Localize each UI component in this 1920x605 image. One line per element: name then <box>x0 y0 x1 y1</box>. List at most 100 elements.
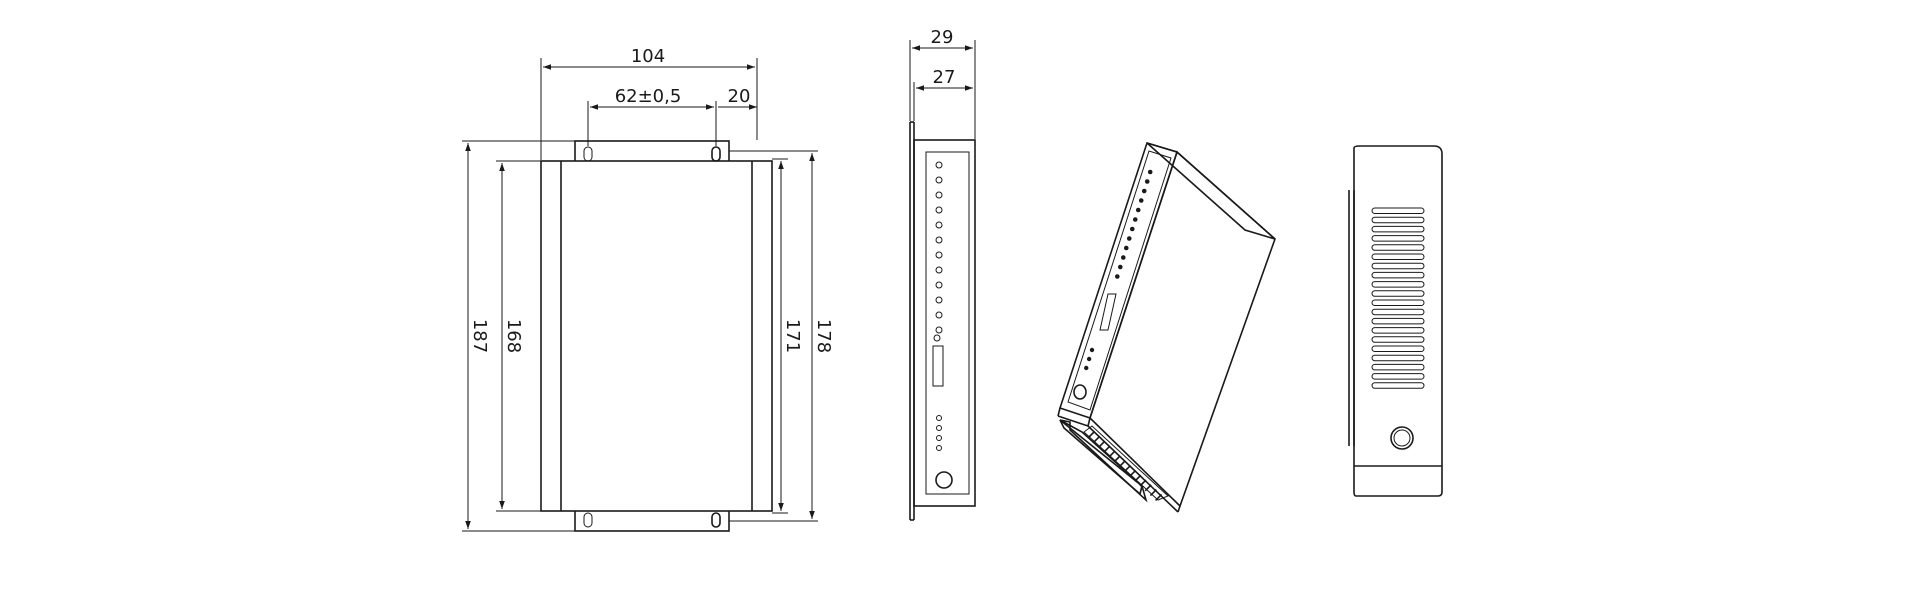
mounting-hole <box>583 512 593 528</box>
iso-led-indicators <box>1084 169 1153 371</box>
led-dot <box>936 435 942 441</box>
vent-slot <box>1371 290 1425 297</box>
led-indicators <box>933 161 943 451</box>
vent-slot <box>1371 317 1425 325</box>
terminal-pin <box>1108 450 1116 458</box>
terminal-pin <box>1113 455 1121 463</box>
mounting-hole <box>711 512 721 528</box>
vent-slot <box>1371 373 1425 380</box>
vent-slot <box>1371 281 1425 288</box>
led-dot <box>935 251 943 259</box>
led-dot <box>933 334 941 342</box>
iso-mounting-bracket <box>1059 419 1148 503</box>
antenna-port <box>935 471 953 489</box>
vent-slot <box>1371 299 1425 306</box>
terminal-pin <box>1123 465 1131 473</box>
terminal-pin <box>1144 484 1152 492</box>
led-dot <box>936 415 942 421</box>
iso-terminal-pins <box>1087 431 1163 501</box>
vent-slot <box>1371 271 1425 279</box>
led-dot <box>1144 179 1150 184</box>
led-dot <box>935 296 943 304</box>
led-dot <box>935 326 943 334</box>
terminal-pin <box>1149 489 1157 497</box>
led-dot <box>1120 255 1126 260</box>
led-dot <box>1129 226 1135 232</box>
vent-slot <box>1371 363 1425 371</box>
vent-slot <box>1371 327 1425 334</box>
led-dot <box>1115 274 1120 279</box>
vent-view <box>1348 145 1443 497</box>
terminal-pin <box>1092 436 1100 444</box>
iso-top-face <box>1146 142 1276 240</box>
led-dot <box>1141 188 1147 194</box>
vent-slot <box>1371 336 1425 343</box>
vent-housing <box>1353 145 1443 497</box>
vent-slot <box>1371 345 1425 352</box>
vent-slot <box>1371 216 1425 224</box>
iso-terminal-block <box>1083 425 1169 501</box>
dim-height-body: 171 <box>782 319 803 353</box>
led-dot <box>1123 245 1129 251</box>
terminal-pin <box>1097 441 1105 449</box>
led-dot <box>1126 236 1132 241</box>
led-dot <box>935 236 943 244</box>
led-dot <box>935 311 943 319</box>
terminal-pin <box>1087 431 1095 439</box>
vent-slot <box>1371 262 1425 270</box>
led-dot <box>935 266 943 274</box>
vent-slot <box>1371 308 1425 316</box>
side-housing <box>913 139 976 507</box>
dim-height-flange: 178 <box>813 319 834 353</box>
iso-card-slot <box>1099 293 1117 331</box>
iso-side-face <box>1089 150 1276 508</box>
led-dot <box>1138 198 1144 203</box>
terminal-pin <box>1118 460 1126 468</box>
iso-antenna-port <box>1073 384 1087 400</box>
card-slot <box>932 345 944 387</box>
led-dot <box>935 281 943 289</box>
led-dot <box>1086 356 1092 362</box>
terminal-pin <box>1134 474 1142 482</box>
vent-slot <box>1371 244 1425 251</box>
dim-depth-body: 27 <box>933 67 956 88</box>
led-dot <box>1084 365 1089 371</box>
front-panel <box>925 151 970 495</box>
mounting-hole <box>711 146 721 162</box>
iso-front-panel <box>1067 150 1172 411</box>
connector-port <box>1390 426 1414 450</box>
terminal-pin <box>1129 469 1137 477</box>
led-dot <box>1117 264 1123 270</box>
vent-slots <box>1371 207 1425 389</box>
vent-slot <box>1371 225 1425 233</box>
terminal-pin <box>1155 493 1163 501</box>
dim-width-overall: 104 <box>631 46 665 67</box>
vent-slot <box>1371 382 1425 389</box>
led-dot <box>936 425 942 431</box>
led-dot <box>1089 347 1095 353</box>
led-dot <box>935 206 943 214</box>
dim-depth-overall: 29 <box>931 27 954 48</box>
terminal-pin <box>1103 445 1111 453</box>
isometric-view <box>1057 142 1276 513</box>
led-dot <box>935 191 943 199</box>
vent-slot <box>1371 235 1425 242</box>
iso-front-face <box>1058 142 1179 420</box>
led-dot <box>1132 217 1138 222</box>
vent-slot <box>1371 253 1425 260</box>
housing-body <box>540 160 773 512</box>
vent-slot <box>1371 207 1425 214</box>
front-view: 104 62±0,5 20 187 168 171 178 <box>462 46 834 532</box>
led-dot <box>935 161 943 169</box>
vent-slot <box>1371 354 1425 362</box>
mounting-hole <box>583 146 593 162</box>
dim-height-inner: 168 <box>503 319 524 353</box>
led-dot <box>935 176 943 184</box>
terminal-pin <box>1139 479 1147 487</box>
led-dot <box>935 221 943 229</box>
dim-hole-offset: 20 <box>728 86 751 107</box>
dim-height-overall: 187 <box>469 319 490 353</box>
dim-hole-spacing: 62±0,5 <box>615 86 682 107</box>
